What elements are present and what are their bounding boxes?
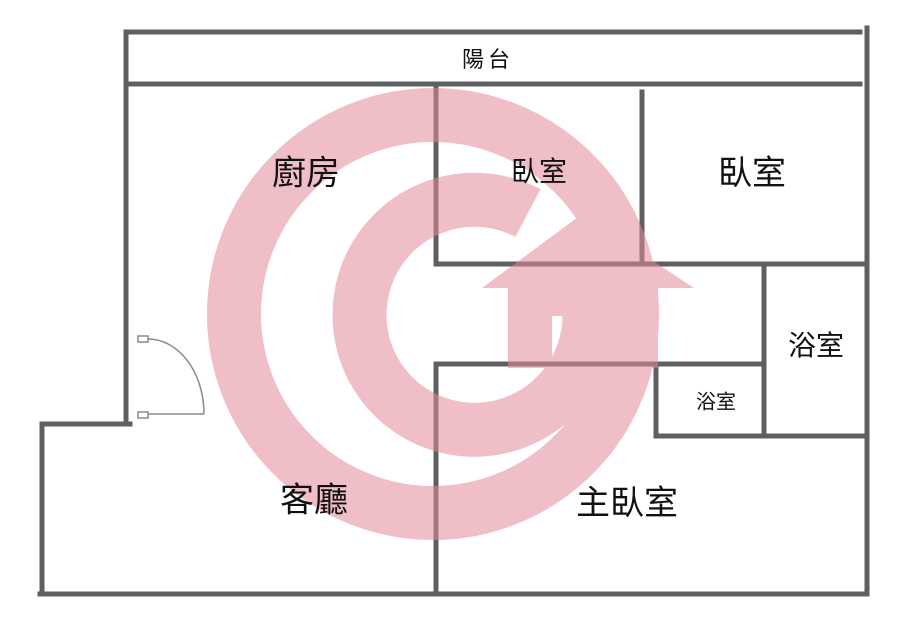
living-room-label: 客廳	[280, 480, 348, 521]
bedroom-1-label: 臥室	[510, 155, 568, 188]
entrance-door	[137, 335, 205, 419]
door-hinge-bottom	[137, 411, 149, 419]
kitchen-label: 廚房	[272, 153, 340, 194]
bedroom-2-label: 臥室	[718, 153, 786, 194]
balcony-label: 陽台	[461, 48, 515, 73]
door-swing-arc	[147, 338, 205, 415]
master-bedroom-label: 主臥室	[576, 483, 678, 524]
bathroom-1-label: 浴室	[787, 329, 845, 362]
door-hinge-top	[137, 335, 149, 343]
bathroom-2-label: 浴室	[696, 389, 736, 414]
circular-house-logo-watermark-icon	[207, 88, 694, 540]
